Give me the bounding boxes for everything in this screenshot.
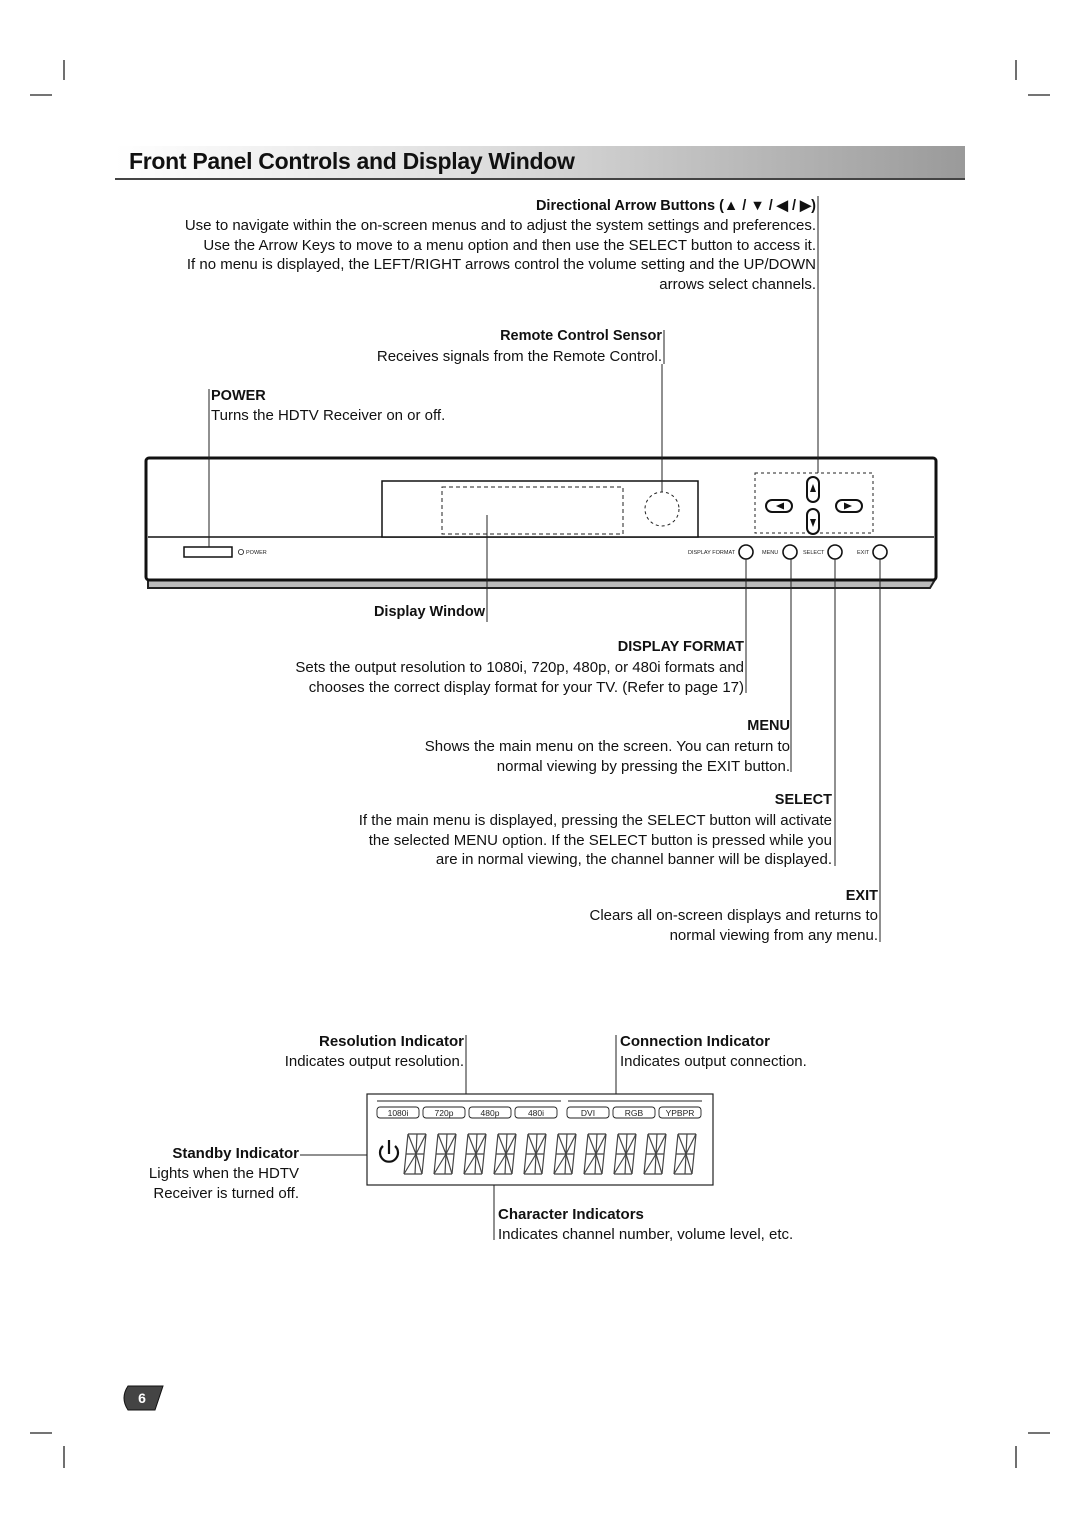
character-heading: Character Indicators: [498, 1206, 644, 1223]
display-window-frame: [381, 480, 699, 538]
menu-button[interactable]: [782, 544, 798, 560]
display-format-heading: DISPLAY FORMAT: [617, 639, 744, 655]
resolution-label-720p: 720p: [435, 1108, 454, 1118]
standby-line-2: Receiver is turned off.: [153, 1185, 299, 1202]
menu-line-2: normal viewing by pressing the EXIT butt…: [496, 758, 790, 775]
select-line-3: are in normal viewing, the channel banne…: [435, 851, 832, 868]
panel-display-format-label: DISPLAY FORMAT: [688, 550, 736, 556]
character-cell: [433, 1133, 457, 1175]
resolution-pill-480i: 480i: [514, 1106, 558, 1119]
down-arrow-button[interactable]: [806, 508, 820, 535]
exit-line-2: normal viewing from any menu.: [669, 927, 878, 944]
character-cell: [583, 1133, 607, 1175]
title-bar: Front Panel Controls and Display Window: [115, 146, 965, 180]
panel-exit-label: EXIT: [857, 550, 870, 556]
power-button[interactable]: [183, 546, 233, 558]
character-text: Indicates channel number, volume level, …: [498, 1226, 794, 1243]
connection-label-ypbpr: YPBPR: [666, 1108, 695, 1118]
character-cell: [673, 1133, 697, 1175]
select-heading: SELECT: [774, 792, 832, 808]
character-cell: [403, 1133, 427, 1175]
right-arrow-button[interactable]: [835, 499, 863, 513]
standby-power-icon: [378, 1140, 400, 1163]
resolution-pill-480p: 480p: [468, 1106, 512, 1119]
display-window-area: [441, 486, 624, 535]
character-cell: [553, 1133, 577, 1175]
display-window-detail: 1080i 720p 480p 480i DVI RGB YPBPR: [366, 1093, 714, 1186]
directional-heading: Directional Arrow Buttons (▲ / ▼ / ◀ / ▶…: [535, 198, 816, 214]
up-arrow-button[interactable]: [806, 476, 820, 503]
character-cells: [403, 1133, 697, 1175]
connection-label-rgb: RGB: [625, 1108, 644, 1118]
receiver-front-panel: POWER DISPLAY FORMAT MENU SELECT EXIT: [144, 456, 938, 589]
connection-label-dvi: DVI: [581, 1108, 595, 1118]
connection-pill-rgb: RGB: [612, 1106, 656, 1119]
character-cell: [463, 1133, 487, 1175]
exit-button[interactable]: [872, 544, 888, 560]
power-text: Turns the HDTV Receiver on or off.: [211, 407, 446, 424]
character-cell: [643, 1133, 667, 1175]
select-line-1: If the main menu is displayed, pressing …: [358, 812, 832, 829]
power-icon: [237, 549, 244, 556]
directional-line-1: Use to navigate within the on-screen men…: [184, 217, 816, 234]
connection-pill-ypbpr: YPBPR: [658, 1106, 702, 1119]
page-title: Front Panel Controls and Display Window: [129, 148, 575, 174]
select-line-2: the selected MENU option. If the SELECT …: [368, 832, 832, 849]
standby-line-1: Lights when the HDTV: [148, 1165, 299, 1182]
sensor-heading: Remote Control Sensor: [500, 328, 662, 344]
character-cell: [613, 1133, 637, 1175]
directional-line-4: arrows select channels.: [659, 276, 816, 293]
display-format-line-1: Sets the output resolution to 1080i, 720…: [295, 659, 744, 676]
directional-line-2: Use the Arrow Keys to move to a menu opt…: [203, 237, 816, 254]
connection-pill-dvi: DVI: [566, 1106, 610, 1119]
crop-marks: [30, 60, 1050, 1468]
page-number: 6: [138, 1390, 146, 1406]
panel-select-label: SELECT: [803, 550, 825, 556]
display-format-line-2: chooses the correct display format for y…: [308, 679, 744, 696]
resolution-pill-720p: 720p: [422, 1106, 466, 1119]
display-window-heading: Display Window: [373, 604, 485, 620]
page-number-tab: 6: [123, 1385, 164, 1411]
resolution-label-1080i: 1080i: [388, 1108, 409, 1118]
panel-power-label: POWER: [246, 550, 267, 556]
resolution-label-480p: 480p: [481, 1108, 500, 1118]
connection-heading: Connection Indicator: [620, 1033, 770, 1050]
leader-lines: [208, 196, 881, 1240]
resolution-pill-1080i: 1080i: [376, 1106, 420, 1119]
display-format-button[interactable]: [738, 544, 754, 560]
left-arrow-button[interactable]: [765, 499, 793, 513]
menu-line-1: Shows the main menu on the screen. You c…: [424, 738, 790, 755]
panel-menu-label: MENU: [762, 550, 778, 556]
resolution-text: Indicates output resolution.: [284, 1053, 464, 1070]
power-heading: POWER: [211, 388, 266, 404]
resolution-label-480i: 480i: [528, 1108, 544, 1118]
character-cell: [523, 1133, 547, 1175]
sensor-text: Receives signals from the Remote Control…: [376, 348, 662, 365]
resolution-heading: Resolution Indicator: [318, 1033, 464, 1050]
character-cell: [493, 1133, 517, 1175]
standby-heading: Standby Indicator: [172, 1145, 299, 1162]
menu-heading: MENU: [747, 718, 790, 734]
exit-heading: EXIT: [845, 888, 878, 904]
directional-line-3: If no menu is displayed, the LEFT/RIGHT …: [186, 256, 816, 273]
select-button[interactable]: [827, 544, 843, 560]
exit-line-1: Clears all on-screen displays and return…: [589, 907, 878, 924]
connection-text: Indicates output connection.: [620, 1053, 807, 1070]
